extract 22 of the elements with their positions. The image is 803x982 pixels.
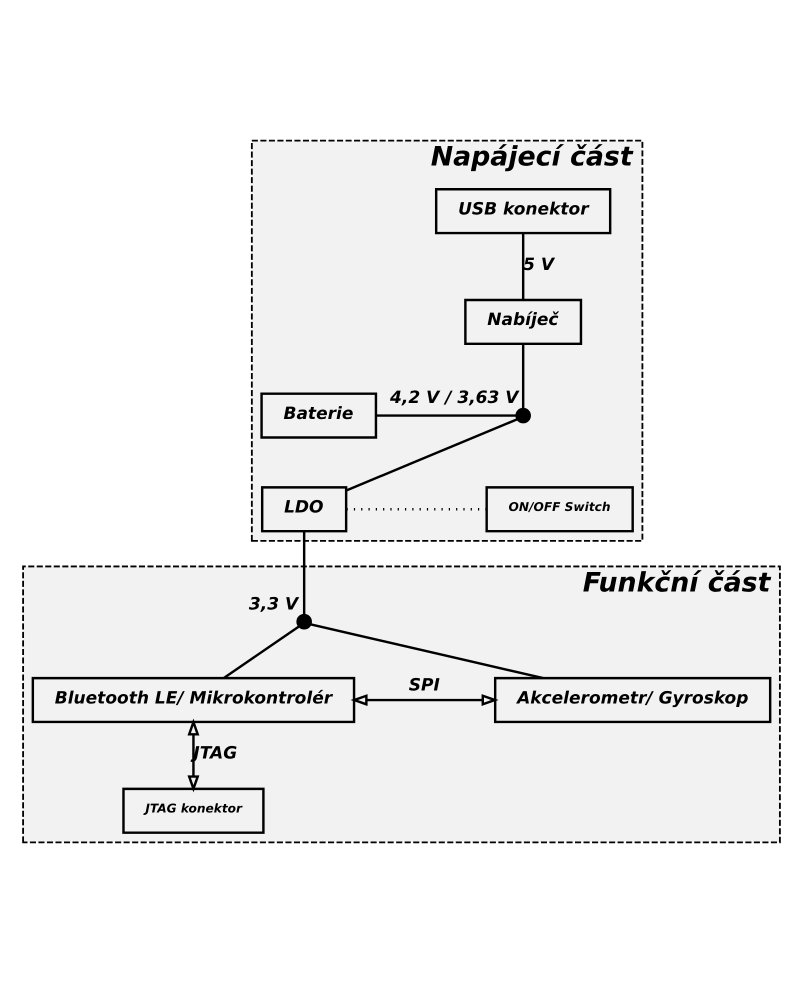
node-box: Bluetooth LE/ Mikrokontrolér — [32, 676, 356, 723]
connector — [522, 232, 524, 300]
node-box: Baterie — [260, 392, 378, 438]
connector — [522, 343, 524, 408]
node-box: Nabíječ — [464, 298, 582, 344]
connector — [376, 414, 516, 416]
connector — [302, 530, 306, 614]
node-circle — [515, 407, 531, 423]
node-box: LDO — [260, 486, 348, 532]
node-box: JTAG konektor — [122, 787, 265, 834]
connector — [346, 418, 518, 491]
node-label: 4,2 V / 3,63 V — [390, 388, 518, 408]
node-box: Akcelerometr/ Gyroskop — [494, 676, 772, 723]
connector — [223, 624, 300, 679]
connector — [310, 622, 544, 679]
node-label: 3,3 V — [248, 594, 298, 614]
node-box: ON/OFF Switch — [485, 486, 634, 532]
arrow — [350, 694, 499, 706]
node-circle — [296, 613, 312, 629]
node-box: USB konektor — [434, 188, 612, 234]
edge-label: SPI — [408, 675, 440, 696]
arrow — [187, 718, 200, 792]
